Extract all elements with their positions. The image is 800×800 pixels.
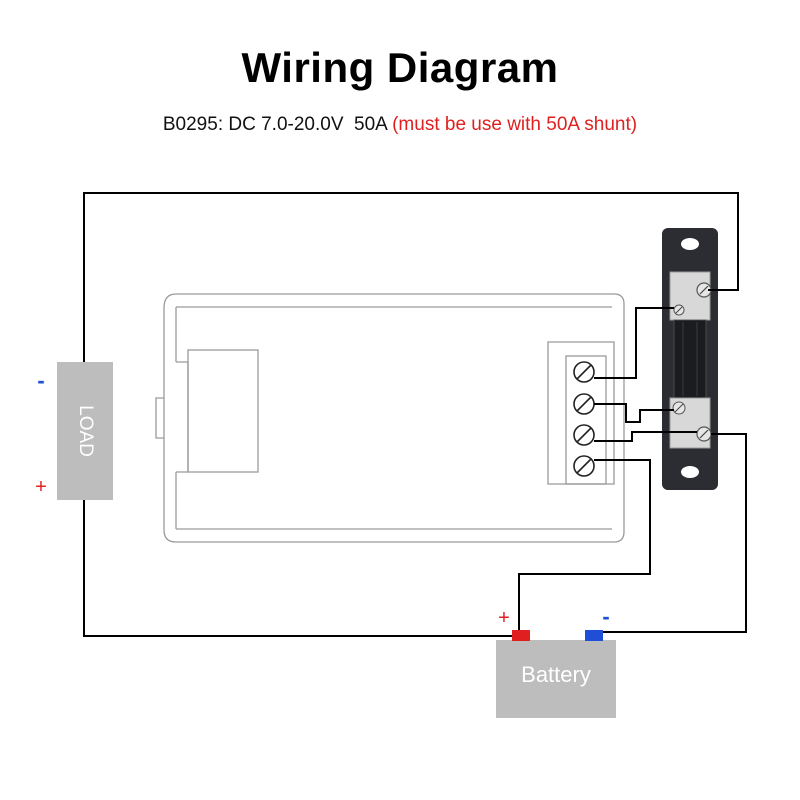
wire-terminal-1-to-shunt [594,307,674,379]
shunt-warning: (must be use with 50A shunt) [392,114,638,135]
battery: Battery + - [496,604,616,718]
shunt-strip [673,319,707,399]
shunt-screw-top-small [673,304,685,316]
terminal-screw-1 [573,361,595,383]
battery-positive-terminal [512,630,530,641]
wires [83,192,747,637]
load-minus-sign: - [37,368,44,393]
shunt-screw-bottom-main [696,426,712,442]
meter-side-tab [155,397,164,439]
terminal-screw-2 [573,393,595,415]
shunt-mount-hole-bottom [681,466,699,478]
wire-load-to-battery-positive [83,500,512,637]
model-spec: B0295: DC 7.0-20.0V 50A [162,114,393,135]
terminal-screws [573,361,595,477]
terminal-screw-3 [573,424,595,446]
meter-clip [187,349,259,473]
terminal-block-housing [547,341,615,485]
terminal-screw-4 [573,455,595,477]
meter-body [155,293,625,543]
battery-negative-terminal [585,630,603,641]
load: LOAD - + [35,362,113,500]
battery-label: Battery [521,662,591,687]
battery-minus-sign: - [602,604,609,629]
load-box [57,362,113,500]
shunt [662,228,718,490]
load-label: LOAD [75,405,96,457]
wire-shunt-to-battery-negative [600,433,747,633]
battery-box [496,640,616,718]
wire-terminal-4-to-battery [518,459,651,630]
load-plus-sign: + [35,476,47,498]
diagram-subtitle: B0295: DC 7.0-20.0V 50A (must be use wit… [0,114,800,136]
shunt-screw-bottom-small [672,401,686,415]
diagram-title: Wiring Diagram [241,44,559,91]
wire-terminal-3-to-shunt [594,431,697,442]
wire-terminal-2-to-shunt [594,403,674,423]
battery-plus-sign: + [498,607,510,629]
shunt-mount-hole-top [681,238,699,250]
terminal-block [565,355,607,485]
meter-outline [163,293,625,543]
wire-shunt-top-to-load [83,192,739,364]
meter-clip-recess [176,361,189,473]
